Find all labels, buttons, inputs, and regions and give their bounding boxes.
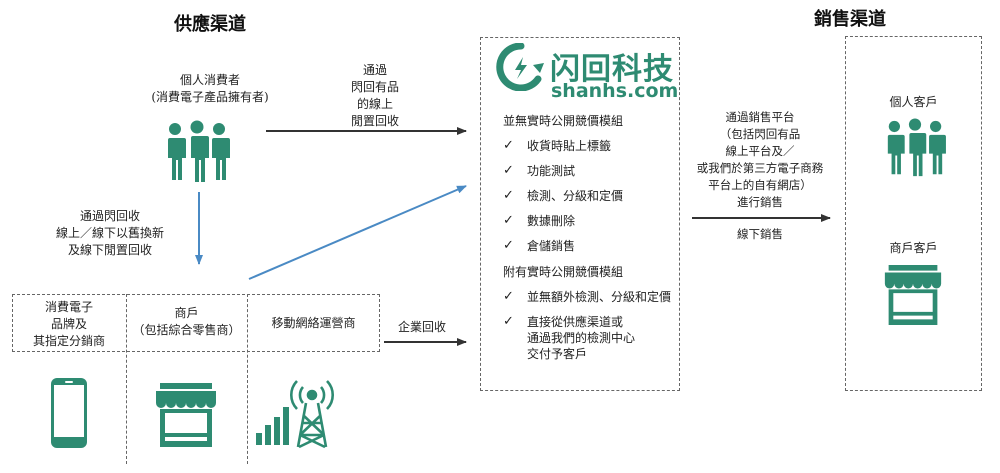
store-icon bbox=[156, 383, 216, 447]
individual-customer-label: 個人客戶 bbox=[889, 95, 938, 109]
module1-title: 並無實時公開競價模組 bbox=[503, 114, 624, 128]
people-icon bbox=[166, 120, 230, 182]
list-item: ✓檢測、分級和定價 bbox=[503, 188, 624, 203]
arrow-channels-to-shanhs bbox=[248, 185, 467, 280]
channel-divider bbox=[126, 294, 127, 464]
enterprise-recycle-label: 企業回收 bbox=[398, 320, 447, 334]
online-recycle-arrow-label: 通過 閃回有品 的線上 閒置回收 bbox=[350, 63, 399, 128]
merchant-customer-label: 商戶客戶 bbox=[889, 241, 938, 255]
list-item: ✓收貨時貼上標籤 bbox=[503, 138, 612, 153]
module-without-bidding: 並無實時公開競價模組 ✓收貨時貼上標籤 ✓功能測試 ✓檢測、分級和定價 ✓數據刪… bbox=[503, 112, 678, 371]
trade-in-arrow-label: 通過閃回收 線上／線下以舊換新 及線下閒置回收 bbox=[55, 209, 164, 257]
shanhs-platform-box bbox=[480, 37, 680, 391]
sales-channels-title: 銷售渠道 bbox=[814, 9, 886, 30]
check-icon: ✓ bbox=[503, 314, 514, 329]
module1-list: ✓收貨時貼上標籤 ✓功能測試 ✓檢測、分級和定價 ✓數據刪除 ✓倉儲銷售 bbox=[503, 138, 678, 254]
people-icon bbox=[885, 118, 946, 177]
cell-tower-icon bbox=[256, 380, 334, 449]
module2-title: 附有實時公開競價模組 bbox=[503, 265, 624, 279]
supply-channels-box bbox=[12, 294, 380, 352]
supply-channels-title: 供應渠道 bbox=[174, 14, 246, 35]
channel-divider bbox=[247, 294, 248, 464]
smartphone-icon bbox=[51, 378, 87, 448]
list-item: ✓倉儲銷售 bbox=[503, 238, 576, 253]
check-icon: ✓ bbox=[503, 213, 514, 228]
check-icon: ✓ bbox=[503, 238, 514, 253]
logo-chinese-text: 闪回科技 bbox=[550, 52, 674, 87]
module2-list: ✓並無額外檢測、分級和定價 ✓直接從供應渠道或通過我們的檢測中心 交付予客戶 bbox=[503, 289, 678, 362]
channel-merchants: 商戶 （包括綜合零售商） bbox=[132, 306, 241, 337]
individual-consumer-label: 個人消費者 (消費電子產品擁有者) bbox=[151, 73, 269, 104]
channel-mobile-operators: 移動網絡運營商 bbox=[271, 316, 356, 330]
channel-brands: 消費電子 品牌及 其指定分銷商 bbox=[32, 300, 105, 348]
list-item: ✓直接從供應渠道或通過我們的檢測中心 交付予客戶 bbox=[503, 314, 636, 361]
check-icon: ✓ bbox=[503, 188, 514, 203]
list-item: ✓並無額外檢測、分級和定價 bbox=[503, 289, 672, 304]
check-icon: ✓ bbox=[503, 289, 514, 304]
offline-sales-label: 線下銷售 bbox=[737, 227, 783, 241]
shanhs-logo-icon bbox=[496, 43, 544, 91]
store-icon bbox=[884, 265, 942, 325]
logo-english-text: shanhs.com bbox=[551, 80, 679, 102]
list-item: ✓數據刪除 bbox=[503, 213, 576, 228]
sales-platform-arrow-label: 通過銷售平台 （包括閃回有品 線上平台及／ 或我們於第三方電子商務 平台上的自有… bbox=[696, 110, 824, 209]
list-item: ✓功能測試 bbox=[503, 163, 576, 178]
check-icon: ✓ bbox=[503, 138, 514, 153]
check-icon: ✓ bbox=[503, 163, 514, 178]
sales-channels-box bbox=[845, 36, 982, 391]
